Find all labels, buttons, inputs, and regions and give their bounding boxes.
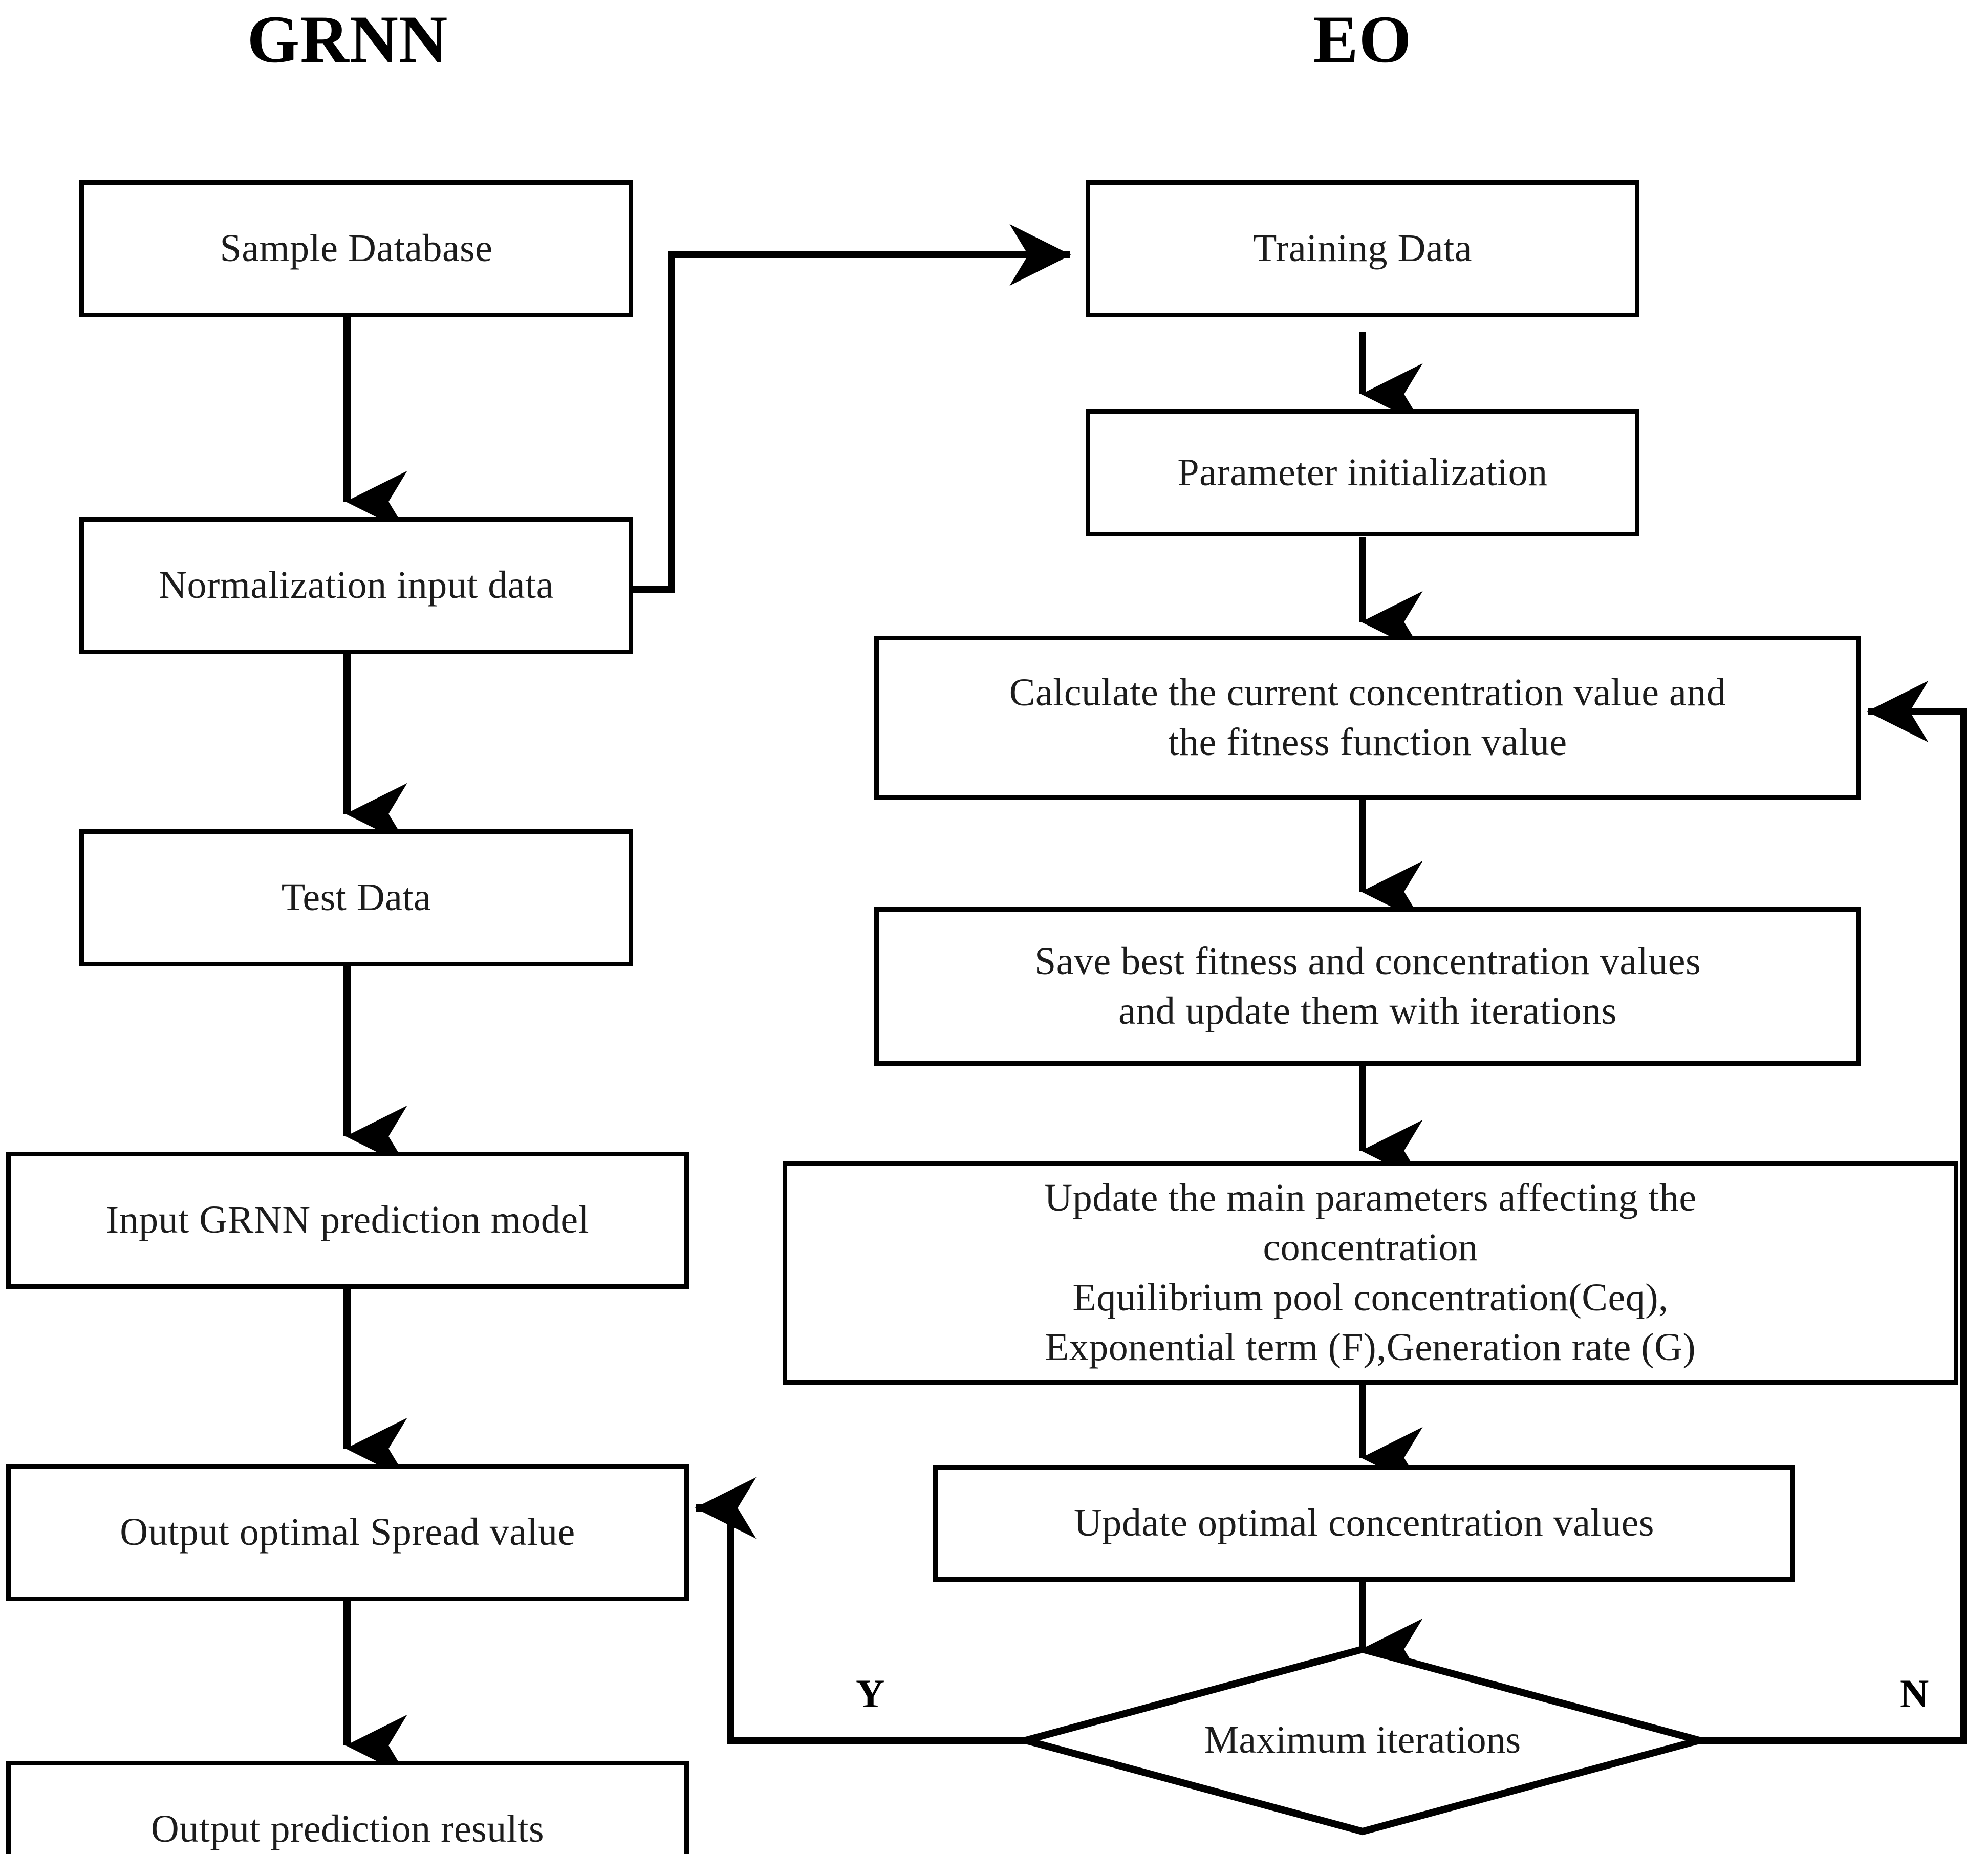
edge-normalization-to-training-data bbox=[631, 224, 1071, 593]
node-label: Update the main parameters affecting the… bbox=[1044, 1176, 1697, 1369]
node-calculate-concentration-fitness[interactable]: Calculate the current concentration valu… bbox=[874, 636, 1861, 800]
node-label: Calculate the current concentration valu… bbox=[1009, 671, 1726, 764]
node-label: Output prediction results bbox=[150, 1807, 545, 1851]
node-update-main-parameters[interactable]: Update the main parameters affecting the… bbox=[783, 1161, 1958, 1385]
node-label: Test Data bbox=[281, 876, 431, 919]
column-heading-eo: EO bbox=[1313, 2, 1412, 77]
node-maximum-iterations[interactable]: Maximum iterations bbox=[1107, 1705, 1618, 1776]
node-label: Training Data bbox=[1253, 227, 1472, 270]
column-heading-grnn: GRNN bbox=[247, 2, 448, 77]
node-label: Parameter initialization bbox=[1177, 451, 1548, 494]
node-output-optimal-spread-value[interactable]: Output optimal Spread value bbox=[6, 1464, 689, 1601]
node-save-best-fitness[interactable]: Save best fitness and concentration valu… bbox=[874, 907, 1861, 1066]
branch-label-no: N bbox=[1900, 1671, 1929, 1716]
node-label: Update optimal concentration values bbox=[1074, 1501, 1654, 1545]
node-label: Sample Database bbox=[220, 227, 493, 270]
node-update-optimal-concentration[interactable]: Update optimal concentration values bbox=[933, 1465, 1795, 1582]
node-normalization-input-data[interactable]: Normalization input data bbox=[79, 517, 633, 654]
node-output-prediction-results[interactable]: Output prediction results bbox=[6, 1761, 689, 1854]
node-input-grnn-prediction-model[interactable]: Input GRNN prediction model bbox=[6, 1152, 689, 1289]
node-label: Input GRNN prediction model bbox=[105, 1198, 590, 1242]
node-sample-database[interactable]: Sample Database bbox=[79, 180, 633, 317]
branch-label-yes: Y bbox=[856, 1671, 885, 1716]
node-test-data[interactable]: Test Data bbox=[79, 829, 633, 966]
node-label: Output optimal Spread value bbox=[120, 1511, 575, 1554]
node-parameter-initialization[interactable]: Parameter initialization bbox=[1086, 409, 1639, 536]
node-label: Save best fitness and concentration valu… bbox=[1034, 939, 1701, 1032]
node-label: Normalization input data bbox=[159, 564, 554, 607]
node-label: Maximum iterations bbox=[1204, 1718, 1521, 1762]
node-training-data[interactable]: Training Data bbox=[1086, 180, 1639, 317]
